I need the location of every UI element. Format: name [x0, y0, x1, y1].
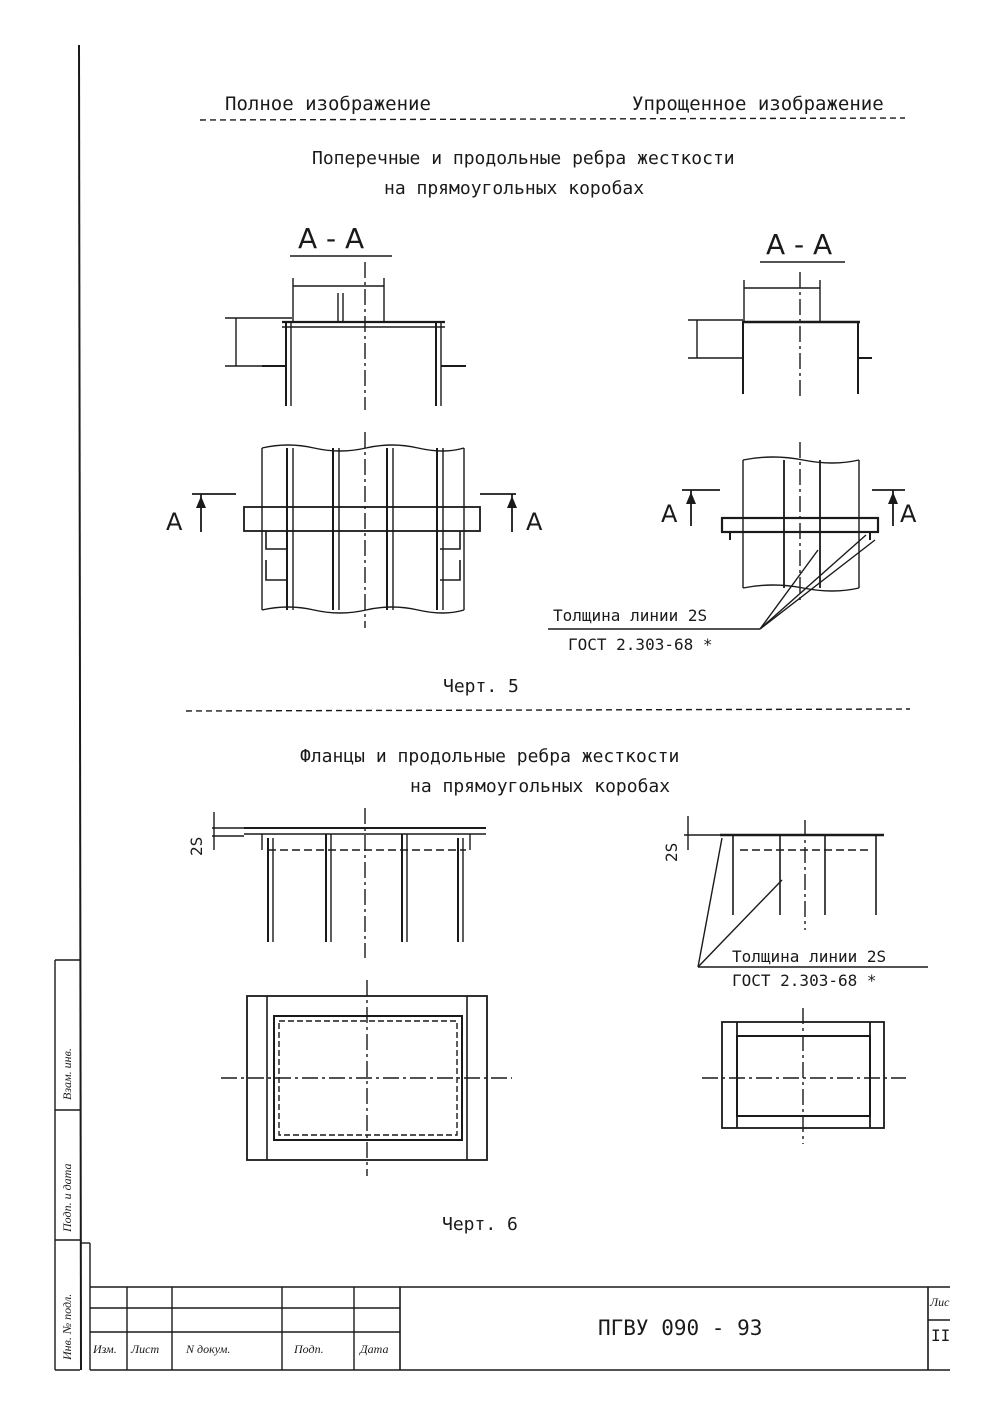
ch6-simple-elevation	[684, 816, 928, 968]
left-stamp-grid	[54, 959, 80, 1371]
ch6-line-note1: Толщина линии 2S	[732, 947, 887, 966]
ch5-section-label-simple: А - А	[766, 228, 833, 261]
ch6-caption: Черт. 6	[442, 1214, 518, 1235]
ch6-title-line1: Фланцы и продольные ребра жесткости	[300, 746, 680, 767]
ch6-simple-plan	[702, 1008, 906, 1144]
ch5-title-line1: Поперечные и продольные ребра жесткости	[312, 148, 735, 169]
ch5-cut-mark-left-full: А	[166, 508, 183, 536]
ch6-title-line2: на прямоугольных коробах	[410, 776, 671, 797]
title-block-grid	[80, 1242, 950, 1371]
stamp-replaced-inv: Взам. инв.	[60, 1048, 74, 1100]
ch5-line-note1: Толщина линии 2S	[553, 606, 708, 625]
ch5-title-line2: на прямоугольных коробах	[384, 178, 645, 199]
ch5-cut-mark-right-full: А	[526, 508, 543, 536]
ch5-cut-mark-left-simple: А	[661, 500, 678, 528]
ch5-full-section	[225, 255, 466, 410]
ch5-cut-mark-right-simple: А	[900, 500, 917, 528]
header-simplified-image: Упрощенное изображение	[632, 93, 884, 115]
ch6-line-note2: ГОСТ 2.303-68 *	[732, 971, 877, 990]
stamp-inv-no: Инв. № подл.	[60, 1293, 74, 1360]
ch6-full-plan	[221, 980, 512, 1176]
header-full-image: Полное изображение	[225, 93, 431, 115]
ch5-full-view	[192, 432, 516, 628]
ch5-caption: Черт. 5	[443, 676, 519, 697]
tb-sheet-number: II	[931, 1326, 951, 1345]
tb-header-sheet: Лист	[131, 1342, 160, 1356]
ch5-line-note2: ГОСТ 2.303-68 *	[568, 635, 713, 654]
ch6-dim-label-full: 2S	[187, 836, 206, 856]
ch6-full-elevation	[212, 808, 486, 958]
tb-header-change: Изм.	[93, 1342, 117, 1356]
tb-sheet-label: Лис	[930, 1295, 950, 1309]
stamp-sign-date: Подп. и дата	[60, 1163, 74, 1232]
ch5-section-label-full: А - А	[298, 222, 365, 255]
ch5-simple-view	[548, 442, 905, 630]
ch6-dim-label-simple: 2S	[662, 842, 681, 862]
tb-header-date: Дата	[360, 1342, 389, 1356]
tb-document-number: ПГВУ 090 - 93	[598, 1316, 763, 1340]
tb-header-doc-number: N докум.	[186, 1342, 231, 1356]
tb-header-signature: Подп.	[294, 1342, 324, 1356]
ch5-simple-section	[688, 261, 872, 396]
